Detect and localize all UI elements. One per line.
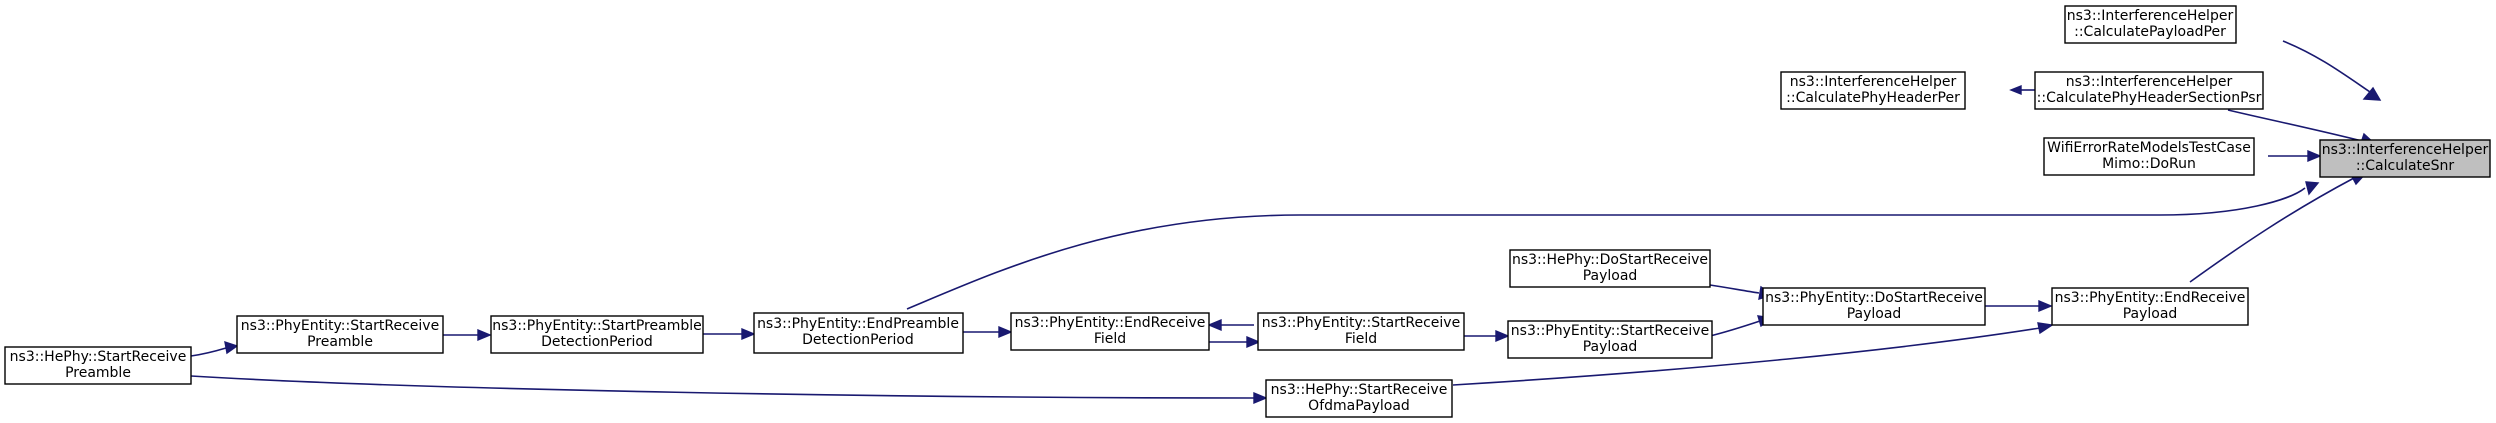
edge-start-receive-field-to-end-receive-field — [1207, 318, 1254, 332]
node-hephy-do-start-receive-payload-label-line2: Payload — [1583, 268, 1638, 284]
node-start-receive-field-label-line1: ns3::PhyEntity::StartReceive — [1262, 315, 1460, 331]
edge-end-receive-payload-to-calculate-snr — [2189, 170, 2368, 283]
node-hephy-start-receive-ofdma-payload-label-line2: OfdmaPayload — [1308, 398, 1410, 414]
node-wifi-error-rate-models-do-run[interactable]: WifiErrorRateModelsTestCase Mimo::DoRun — [2043, 137, 2255, 176]
node-calculate-payload-per-label-line2: ::CalculatePayloadPer — [2074, 24, 2226, 40]
node-hephy-start-receive-preamble-label-line1: ns3::HePhy::StartReceive — [10, 349, 187, 365]
node-do-start-receive-payload-label-line2: Payload — [1847, 306, 1902, 322]
edge-start-receive-field-to-start-receive-payload — [1464, 329, 1510, 343]
edge-end-preamble-detection-period-to-end-receive-field — [963, 325, 1013, 339]
node-phyentity-start-receive-preamble[interactable]: ns3::PhyEntity::StartReceive Preamble — [236, 315, 444, 354]
node-do-start-receive-payload-label-line1: ns3::PhyEntity::DoStartReceive — [1765, 290, 1983, 306]
node-start-preamble-detection-period-label-line1: ns3::PhyEntity::StartPreamble — [492, 318, 701, 334]
node-end-receive-field-label-line1: ns3::PhyEntity::EndReceive — [1015, 315, 1206, 331]
node-calculate-phy-header-per-label-line1: ns3::InterferenceHelper — [1790, 74, 1957, 90]
edge-end-receive-field-to-start-receive-field — [1209, 335, 1261, 349]
edge-hephy-start-receive-preamble-to-hephy-start-receive-ofdma-payload — [190, 375, 1268, 405]
edge-calculate-payload-per-to-calculate-snr — [2282, 40, 2382, 101]
node-end-preamble-detection-period-label-line1: ns3::PhyEntity::EndPreamble — [757, 316, 959, 332]
node-calculate-phy-header-section-psr-label-line2: ::CalculatePhyHeaderSectionPsr — [2037, 90, 2262, 106]
node-phyentity-start-receive-preamble-label-line1: ns3::PhyEntity::StartReceive — [241, 318, 439, 334]
edge-phyentity-start-receive-preamble-to-start-preamble-detection-period — [443, 328, 492, 342]
node-start-preamble-detection-period[interactable]: ns3::PhyEntity::StartPreamble DetectionP… — [490, 315, 704, 354]
node-start-receive-payload-label-line2: Payload — [1583, 339, 1638, 355]
node-calculate-phy-header-section-psr[interactable]: ns3::InterferenceHelper ::CalculatePhyHe… — [2034, 71, 2264, 110]
edge-do-run-to-calculate-snr — [2268, 149, 2322, 163]
node-start-receive-field-label-line2: Field — [1345, 331, 1377, 347]
edge-start-preamble-detection-period-to-end-preamble-detection-period — [703, 327, 756, 341]
edge-hephy-start-receive-preamble-to-phyentity-start-receive-preamble — [190, 340, 239, 357]
node-end-receive-payload-label-line2: Payload — [2123, 306, 2178, 322]
node-calculate-payload-per[interactable]: ns3::InterferenceHelper ::CalculatePaylo… — [2064, 5, 2237, 44]
node-start-receive-field[interactable]: ns3::PhyEntity::StartReceive Field — [1257, 312, 1465, 351]
node-end-receive-field-label-line2: Field — [1094, 331, 1126, 347]
node-end-receive-field[interactable]: ns3::PhyEntity::EndReceive Field — [1010, 312, 1210, 351]
node-wifi-error-rate-models-do-run-label-line1: WifiErrorRateModelsTestCase — [2047, 140, 2251, 156]
node-hephy-do-start-receive-payload-label-line1: ns3::HePhy::DoStartReceive — [1512, 252, 1708, 268]
node-end-preamble-detection-period[interactable]: ns3::PhyEntity::EndPreamble DetectionPer… — [753, 312, 964, 354]
node-calculate-snr[interactable]: ns3::InterferenceHelper ::CalculateSnr — [2319, 139, 2491, 178]
edge-do-start-receive-payload-to-end-receive-payload — [1985, 299, 2053, 313]
node-do-start-receive-payload[interactable]: ns3::PhyEntity::DoStartReceive Payload — [1762, 287, 1986, 326]
node-calculate-phy-header-per-label-line2: ::CalculatePhyHeaderPer — [1786, 90, 1960, 106]
edge-hephy-start-receive-ofdma-payload-to-end-receive-payload — [1452, 322, 2054, 386]
node-hephy-start-receive-preamble-label-line2: Preamble — [65, 365, 131, 381]
edge-end-preamble-detection-period-to-calculate-snr — [906, 181, 2320, 310]
node-start-receive-payload[interactable]: ns3::PhyEntity::StartReceive Payload — [1507, 320, 1713, 359]
node-hephy-do-start-receive-payload[interactable]: ns3::HePhy::DoStartReceive Payload — [1509, 249, 1711, 288]
node-hephy-start-receive-preamble[interactable]: ns3::HePhy::StartReceive Preamble — [4, 346, 192, 385]
edge-calculate-phy-header-per-to-calculate-snr — [2009, 84, 2035, 96]
node-start-preamble-detection-period-label-line2: DetectionPeriod — [541, 334, 653, 350]
node-start-receive-payload-label-line1: ns3::PhyEntity::StartReceive — [1511, 323, 1709, 339]
node-end-receive-payload-label-line1: ns3::PhyEntity::EndReceive — [2055, 290, 2246, 306]
node-hephy-start-receive-ofdma-payload[interactable]: ns3::HePhy::StartReceive OfdmaPayload — [1265, 379, 1453, 418]
node-calculate-snr-label-line1: ns3::InterferenceHelper — [2322, 142, 2489, 158]
node-wifi-error-rate-models-do-run-label-line2: Mimo::DoRun — [2102, 156, 2196, 172]
node-calculate-payload-per-label-line1: ns3::InterferenceHelper — [2067, 8, 2234, 24]
node-calculate-phy-header-per[interactable]: ns3::InterferenceHelper ::CalculatePhyHe… — [1780, 71, 1966, 110]
node-end-preamble-detection-period-label-line2: DetectionPeriod — [802, 332, 914, 348]
node-phyentity-start-receive-preamble-label-line2: Preamble — [307, 334, 373, 350]
node-calculate-phy-header-section-psr-label-line1: ns3::InterferenceHelper — [2066, 74, 2233, 90]
node-hephy-start-receive-ofdma-payload-label-line1: ns3::HePhy::StartReceive — [1271, 382, 1448, 398]
node-end-receive-payload[interactable]: ns3::PhyEntity::EndReceive Payload — [2051, 287, 2249, 326]
node-calculate-snr-label-line2: ::CalculateSnr — [2356, 158, 2455, 174]
